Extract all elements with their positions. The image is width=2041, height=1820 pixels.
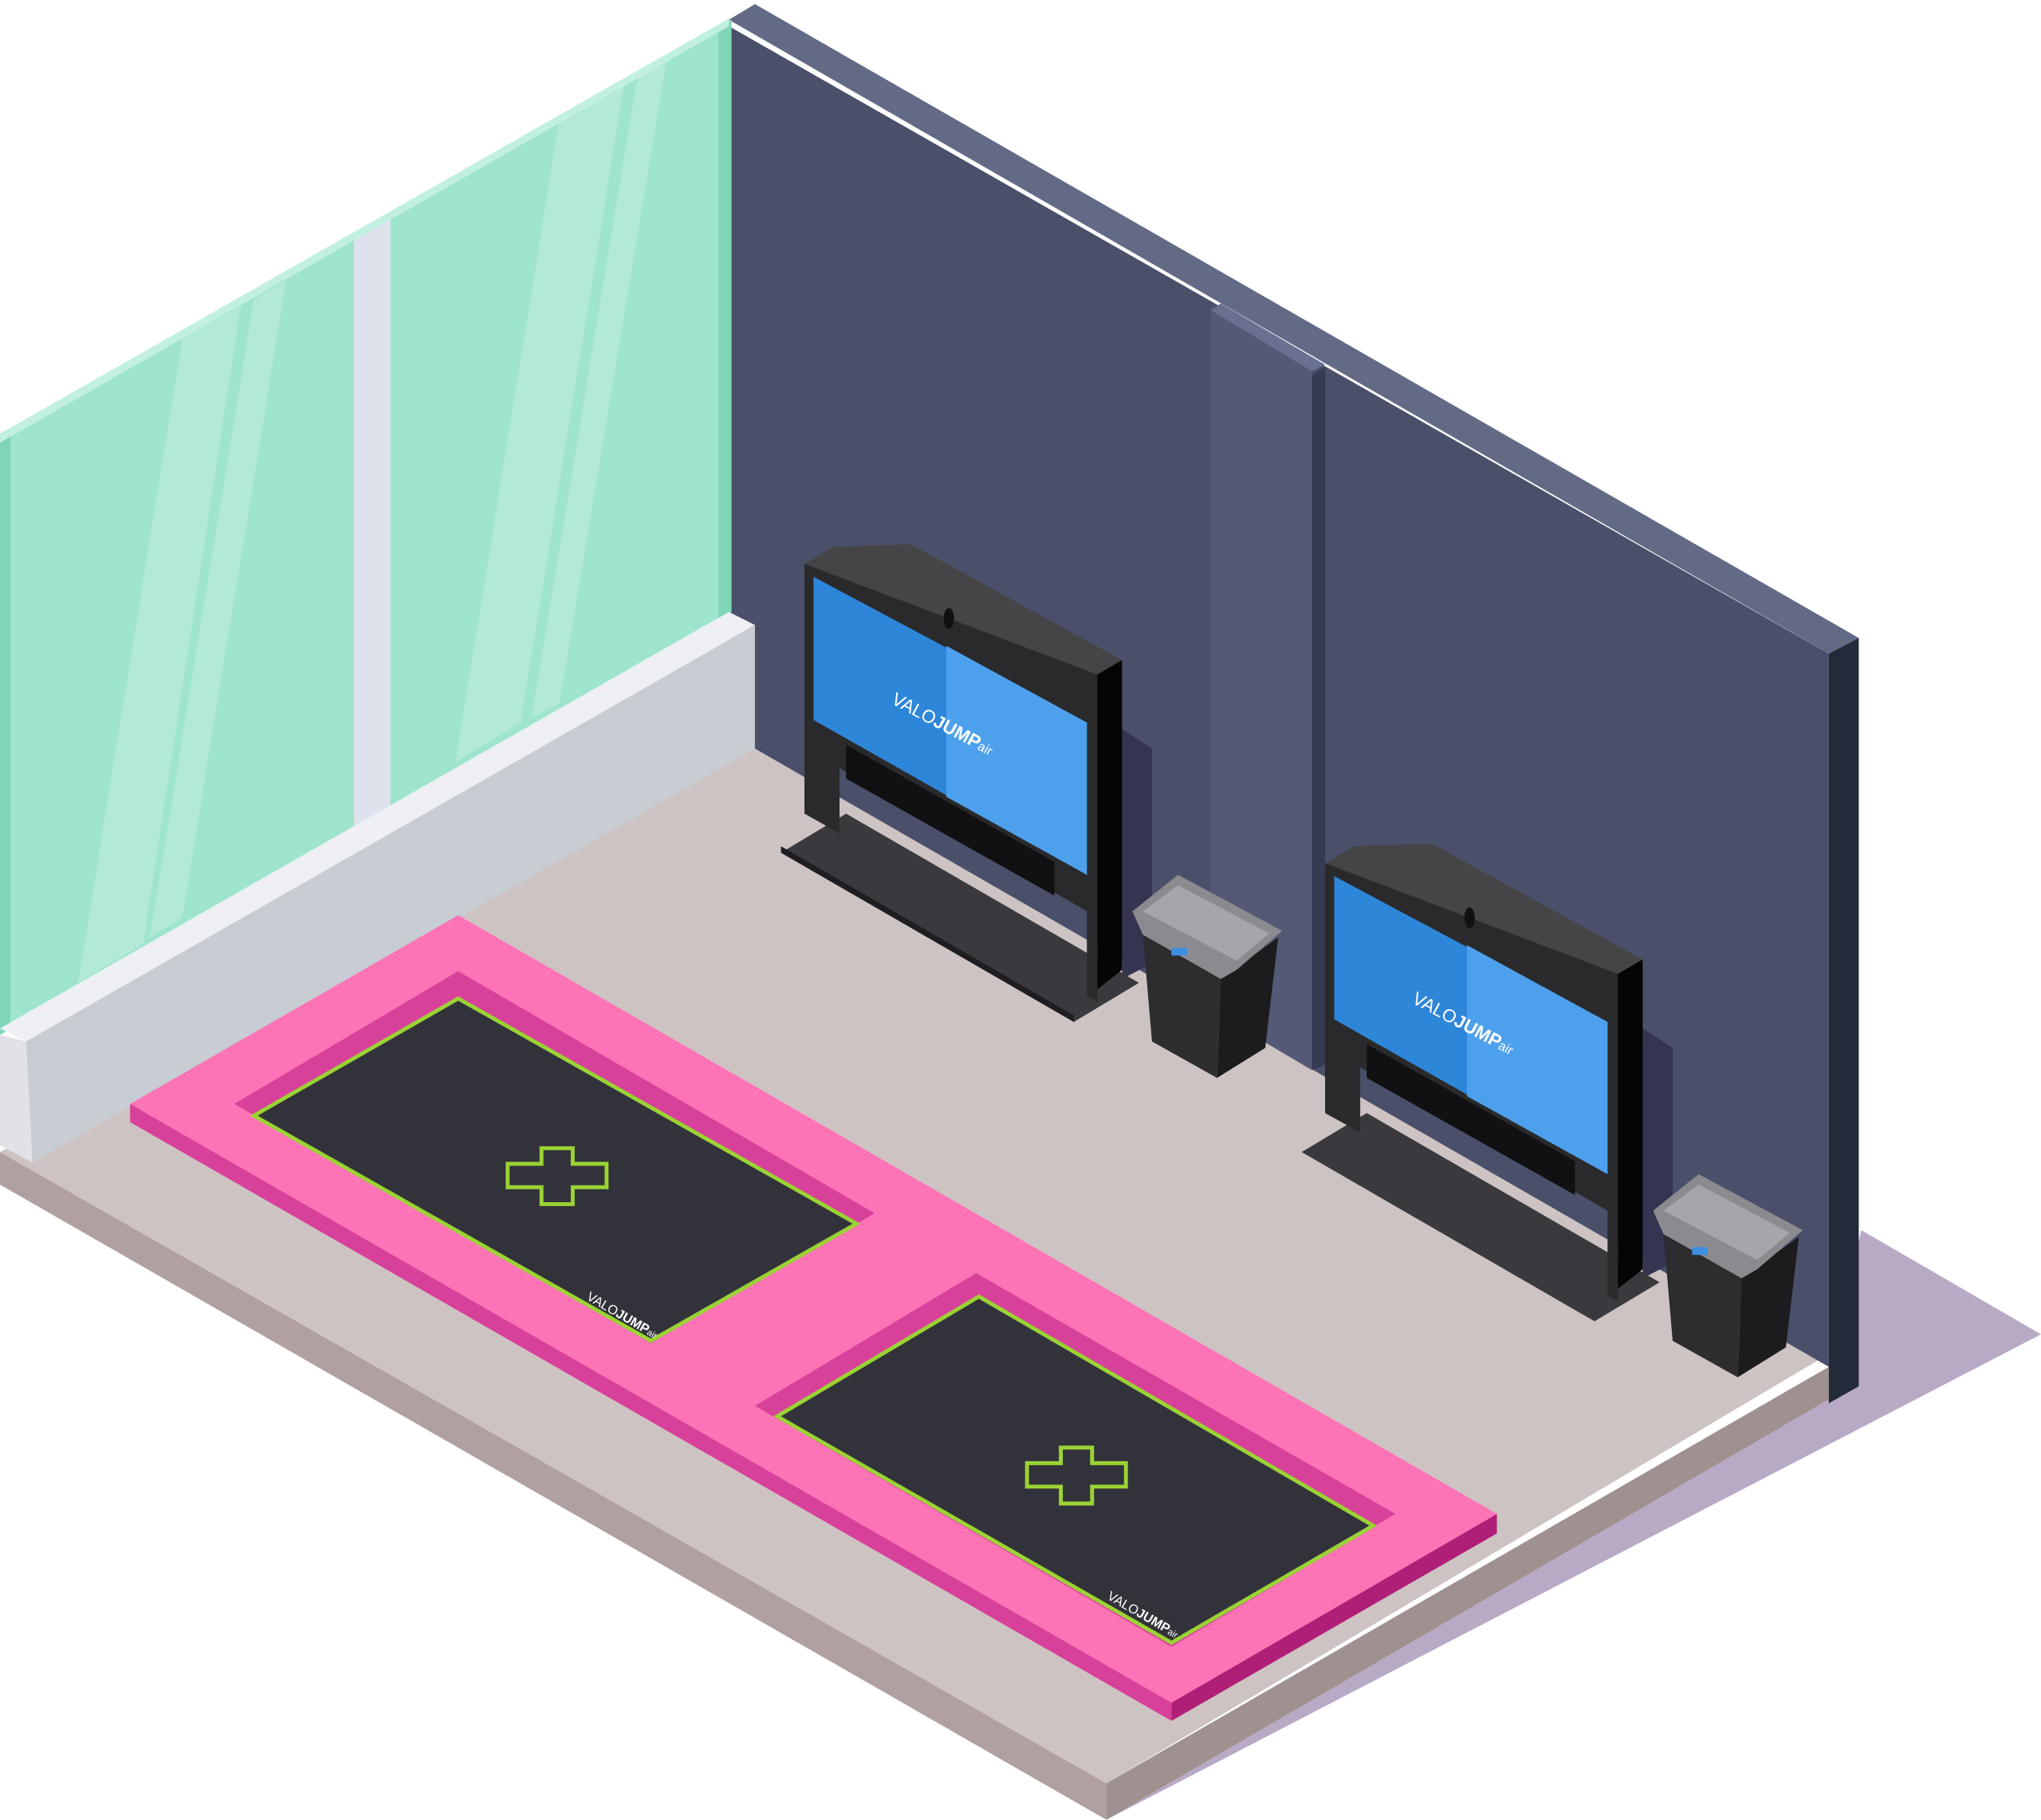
- card-reader-icon: [1171, 947, 1187, 956]
- floor-shadow: [1106, 1230, 2041, 1820]
- low-wall: [0, 611, 755, 1163]
- trampoline-2: VALOJUMPair: [754, 1273, 1396, 1647]
- soundbar: [846, 745, 1055, 896]
- camera-icon: [1464, 907, 1475, 929]
- soundbar: [1367, 1044, 1575, 1196]
- trampoline-1: VALOJUMPair: [234, 971, 875, 1344]
- display-station-1: VALOJUMPair: [781, 544, 1152, 1022]
- camera-icon: [943, 607, 954, 629]
- glass-wall: [0, 18, 732, 1036]
- card-reader-icon: [1692, 1247, 1709, 1256]
- control-kiosk-1: [1132, 875, 1283, 1079]
- cross-marker-icon: [1024, 1445, 1128, 1506]
- cross-marker-icon: [505, 1146, 609, 1206]
- wall-pillar: [1210, 309, 1312, 1071]
- display-station-2: VALOJUMPair: [1301, 843, 1673, 1322]
- glass-mullion: [354, 216, 391, 835]
- control-kiosk-2: [1653, 1173, 1803, 1378]
